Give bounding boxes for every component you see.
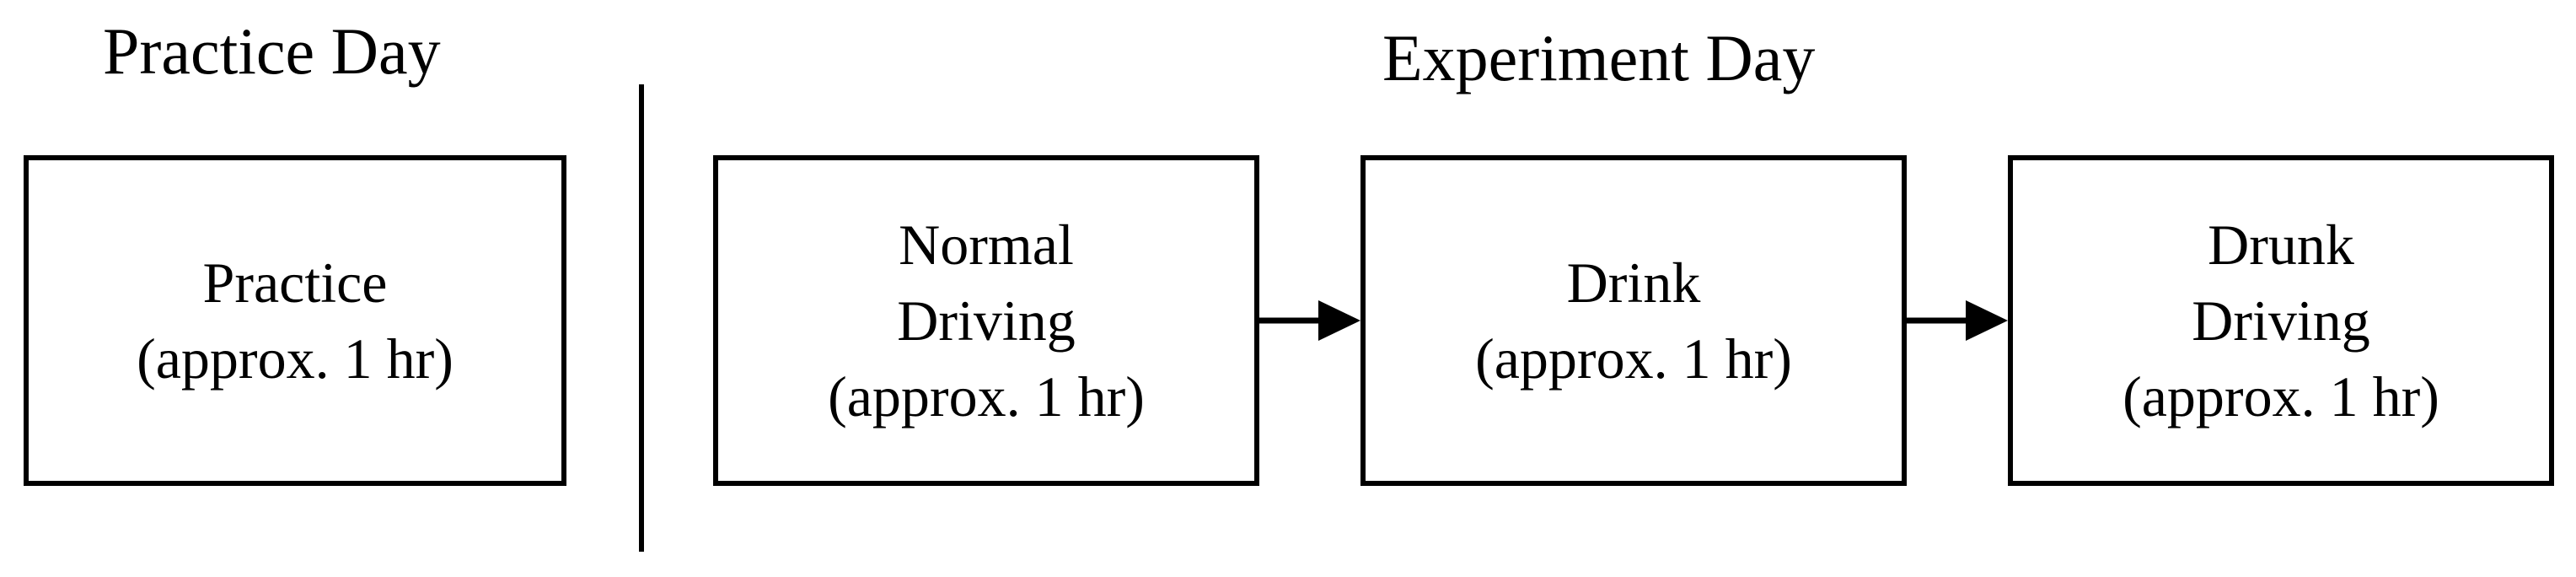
practice-step-box: Practice (approx. 1 hr): [24, 155, 566, 486]
normal-driving-title-line1: Normal: [899, 213, 1074, 277]
drink-step-title: Drink: [1566, 251, 1701, 315]
drunk-driving-duration: (approx. 1 hr): [2123, 364, 2439, 429]
arrow-normal-to-drink: [1259, 300, 1360, 341]
normal-driving-step-box: Normal Driving (approx. 1 hr): [713, 155, 1259, 486]
drink-step-duration: (approx. 1 hr): [1475, 326, 1792, 391]
arrow-drink-to-drunk: [1907, 300, 2008, 341]
drunk-driving-step-box: Drunk Driving (approx. 1 hr): [2008, 155, 2554, 486]
experiment-day-heading: Experiment Day: [1382, 21, 1816, 94]
drunk-driving-title-line1: Drunk: [2208, 213, 2354, 277]
normal-driving-title-line2: Driving: [897, 288, 1076, 353]
day-divider-line: [639, 84, 644, 552]
drink-step-box: Drink (approx. 1 hr): [1360, 155, 1907, 486]
practice-step-title: Practice: [202, 251, 388, 315]
practice-day-heading: Practice Day: [103, 14, 441, 88]
practice-step-duration: (approx. 1 hr): [137, 326, 453, 391]
normal-driving-duration: (approx. 1 hr): [828, 364, 1145, 429]
drunk-driving-title-line2: Driving: [2192, 288, 2370, 353]
